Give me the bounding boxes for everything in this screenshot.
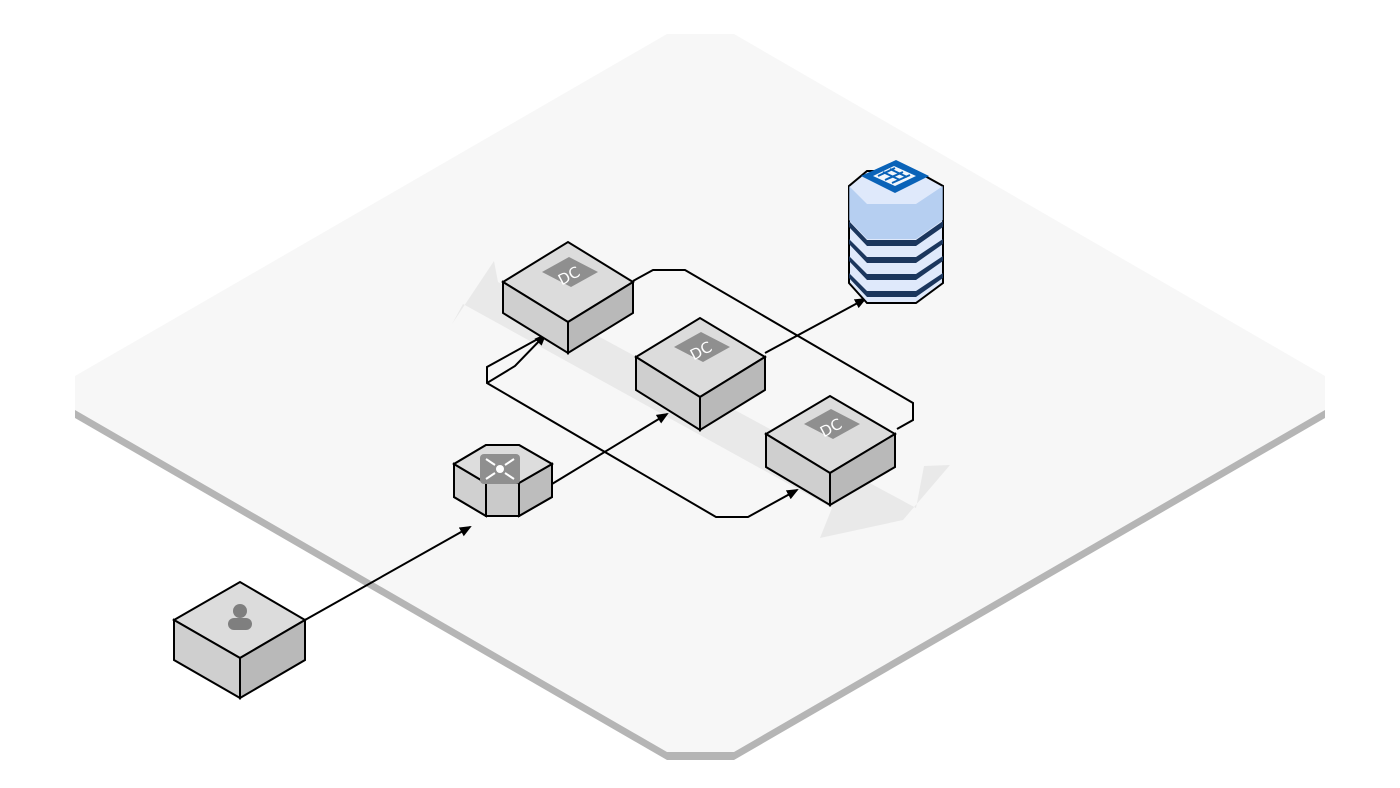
connector-lb-to-dc2 [551, 412, 669, 485]
datacenter-3[interactable]: DC [764, 394, 897, 507]
load-balancer[interactable] [452, 444, 555, 518]
dc-badge-icon [674, 332, 730, 362]
connector-loop-entry [486, 333, 547, 384]
connector-user-to-lb [304, 526, 472, 621]
datacenter-2[interactable]: DC [634, 316, 767, 432]
user-node[interactable] [171, 580, 307, 700]
datacenter-1[interactable]: DC [501, 240, 635, 355]
connectors [304, 269, 914, 621]
load-balancer-icon [480, 454, 520, 484]
user-icon [228, 604, 252, 630]
dc-badge-icon [804, 409, 860, 439]
connector-dc2-to-db [764, 298, 867, 354]
connector-dc3-to-dc1 [632, 269, 914, 430]
database-node[interactable] [848, 160, 944, 304]
dc-badge-icon [542, 257, 598, 287]
connector-loop-to-dc1-dc3 [486, 334, 799, 518]
database-table-icon [861, 160, 929, 193]
